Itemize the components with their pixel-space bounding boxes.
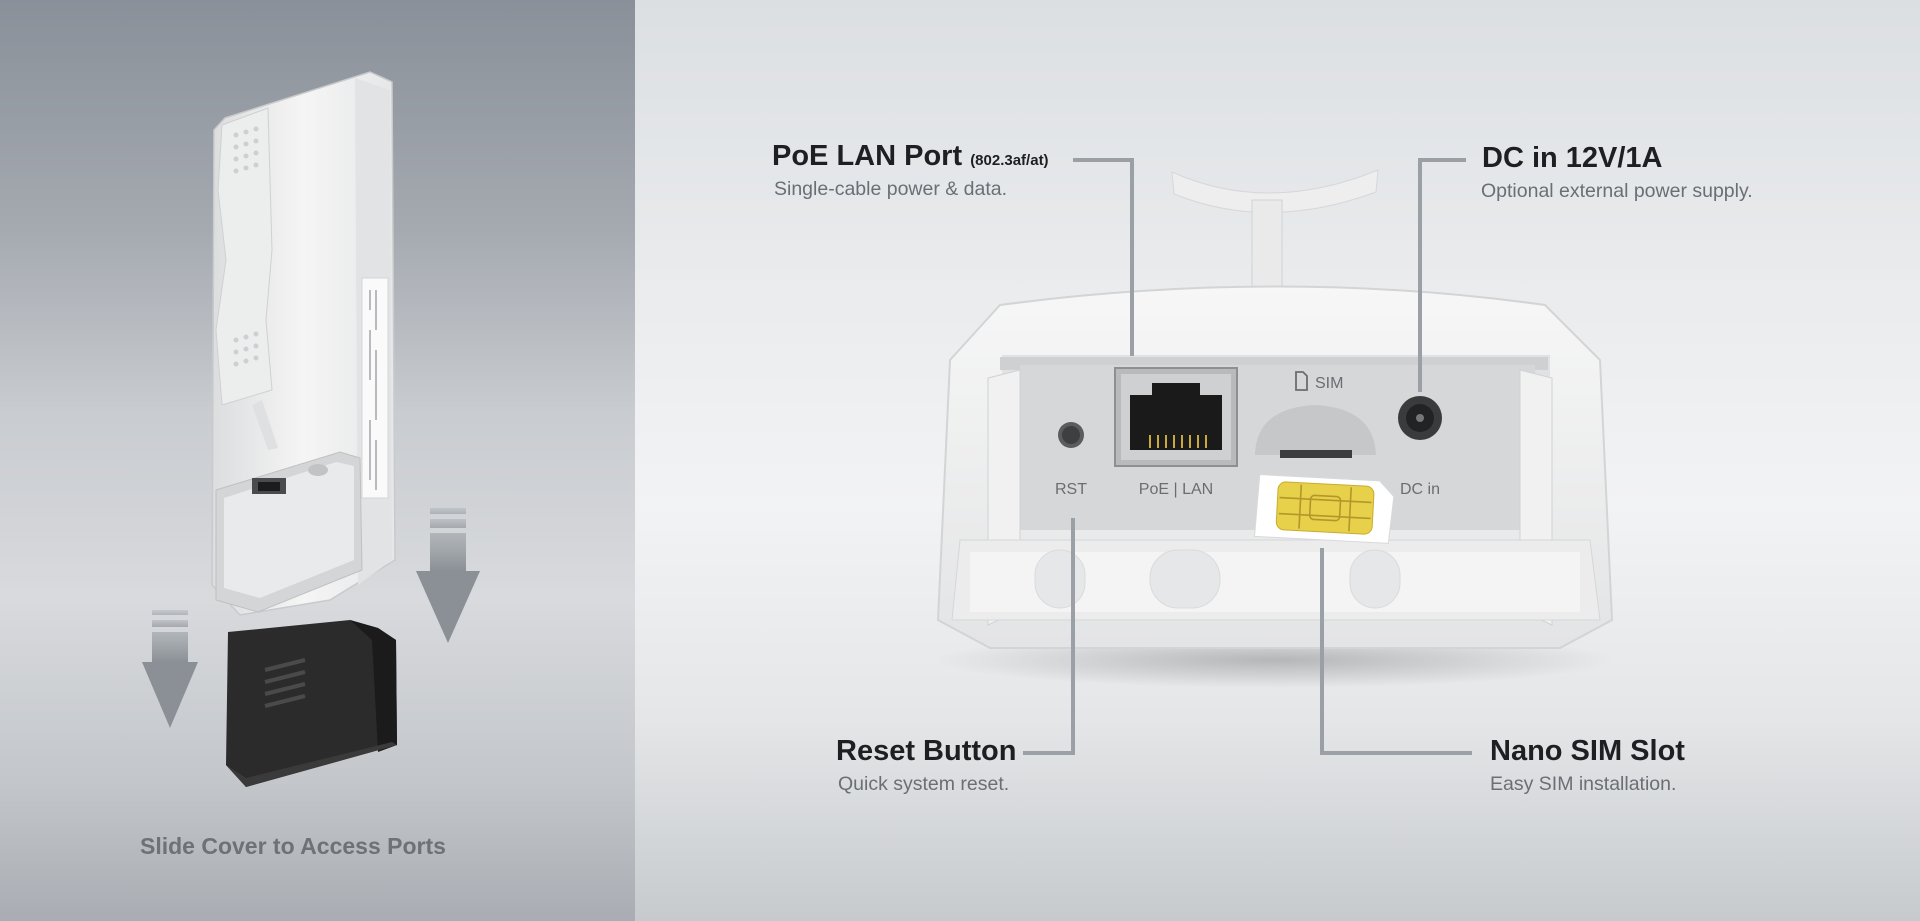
poe-leader-line xyxy=(1073,158,1134,356)
nano-sim-title: Nano SIM Slot xyxy=(1490,735,1685,767)
dc-in-port-label: DC in xyxy=(1400,481,1440,498)
rst-port-label: RST xyxy=(1055,481,1087,498)
poe-lan-port-label: PoE | LAN xyxy=(1139,481,1213,498)
left-illustration xyxy=(142,71,480,787)
sim-card-icon xyxy=(1295,371,1308,391)
reset-leader-line xyxy=(1023,518,1075,755)
leader-lines xyxy=(1023,158,1472,755)
dc-in-jack xyxy=(1398,396,1442,440)
nano-sim-description: Easy SIM installation. xyxy=(1490,773,1677,795)
poe-port-standard: (802.3af/at) xyxy=(970,152,1049,169)
poe-port-title: PoE LAN Port (802.3af/at) xyxy=(772,140,1049,172)
device-shell xyxy=(936,285,1614,649)
poe-port-description: Single-cable power & data. xyxy=(774,178,1008,200)
sim-slot xyxy=(1255,405,1376,458)
sim-port-label: SIM xyxy=(1315,375,1343,392)
outdoor-unit xyxy=(211,71,396,616)
sim-leader-line xyxy=(1320,548,1472,755)
port-cover xyxy=(226,620,397,787)
sim-card xyxy=(1253,474,1395,544)
reset-button-title: Reset Button xyxy=(836,735,1017,767)
dc-leader-line xyxy=(1418,158,1466,392)
dc-in-description: Optional external power supply. xyxy=(1481,180,1753,202)
down-arrow-icon xyxy=(142,610,198,728)
rj45-port xyxy=(1114,367,1238,467)
reset-button-description: Quick system reset. xyxy=(838,773,1010,795)
dc-in-title: DC in 12V/1A xyxy=(1482,142,1663,174)
slide-cover-caption: Slide Cover to Access Ports xyxy=(140,833,446,859)
down-arrow-icon xyxy=(416,508,480,643)
reset-button-hole xyxy=(1058,422,1084,448)
